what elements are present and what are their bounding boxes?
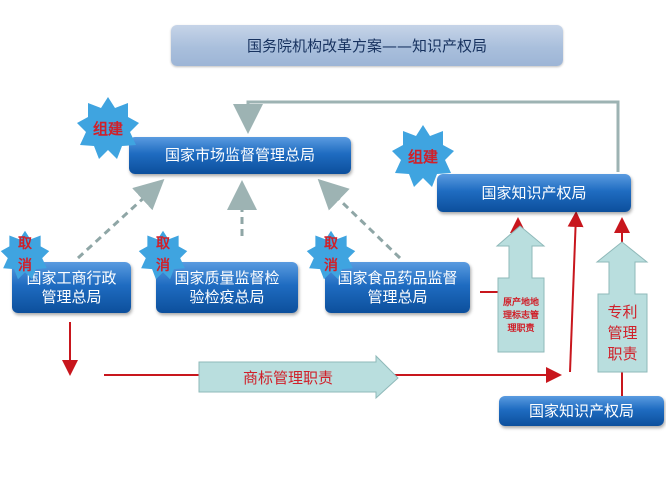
burst-shape bbox=[138, 230, 188, 280]
trademark-text: 商标管理职责 bbox=[242, 369, 333, 387]
patent-text: 专利管理职责 bbox=[607, 302, 638, 363]
burst-shape bbox=[77, 97, 139, 159]
cfda-label: 国家食品药品监督管理总局 bbox=[337, 268, 458, 306]
diagram-title: 国务院机构改革方案——知识产权局 bbox=[171, 25, 563, 66]
establish-label: 组建 bbox=[92, 119, 123, 138]
cancel-label: 取消 bbox=[324, 236, 338, 274]
burst-shape bbox=[0, 230, 50, 280]
samr-box: 国家市场监督管理总局 bbox=[129, 137, 351, 174]
geo-block-arrow bbox=[495, 225, 546, 353]
cancel-badge-2: 取消 bbox=[138, 230, 188, 280]
cancel-label: 取消 bbox=[18, 236, 32, 274]
cfda-box: 国家食品药品监督管理总局 bbox=[325, 262, 470, 313]
patent-block-arrow bbox=[595, 241, 649, 373]
connector-arrow bbox=[76, 178, 165, 260]
cnipa-top-box: 国家知识产权局 bbox=[437, 174, 631, 212]
samr-label: 国家市场监督管理总局 bbox=[164, 146, 315, 164]
trademark-block-arrow bbox=[198, 354, 399, 400]
aqsiq-box: 国家质量监督检验检疫总局 bbox=[156, 262, 298, 313]
establish-badge-right: 组建 bbox=[391, 124, 455, 188]
cancel-badge-3: 取消 bbox=[306, 230, 356, 280]
burst-shape bbox=[392, 125, 454, 187]
establish-badge-left: 组建 bbox=[76, 96, 140, 160]
aqsiq-label: 国家质量监督检验检疫总局 bbox=[174, 268, 280, 306]
burst-shape bbox=[306, 230, 356, 280]
trademark-note: 商标管理职责 bbox=[200, 363, 376, 392]
cnipa-bottom-box: 国家知识产权局 bbox=[499, 396, 664, 426]
geo-indication-text: 原产地地理标志管理职责 bbox=[502, 297, 539, 334]
connector-arrow bbox=[317, 178, 402, 260]
cnipa-top-label: 国家知识产权局 bbox=[481, 183, 587, 202]
connector-arrow bbox=[567, 211, 584, 373]
connector-arrow bbox=[233, 100, 620, 172]
cancel-badge-1: 取消 bbox=[0, 230, 50, 280]
geo-indication-note: 原产地地理标志管理职责 bbox=[500, 285, 542, 347]
saic-label: 国家工商行政管理总局 bbox=[26, 268, 117, 306]
establish-label: 组建 bbox=[407, 147, 438, 166]
cnipa-bottom-label: 国家知识产权局 bbox=[528, 401, 634, 420]
patent-note: 专利管理职责 bbox=[600, 300, 645, 366]
cancel-label: 取消 bbox=[156, 236, 170, 274]
